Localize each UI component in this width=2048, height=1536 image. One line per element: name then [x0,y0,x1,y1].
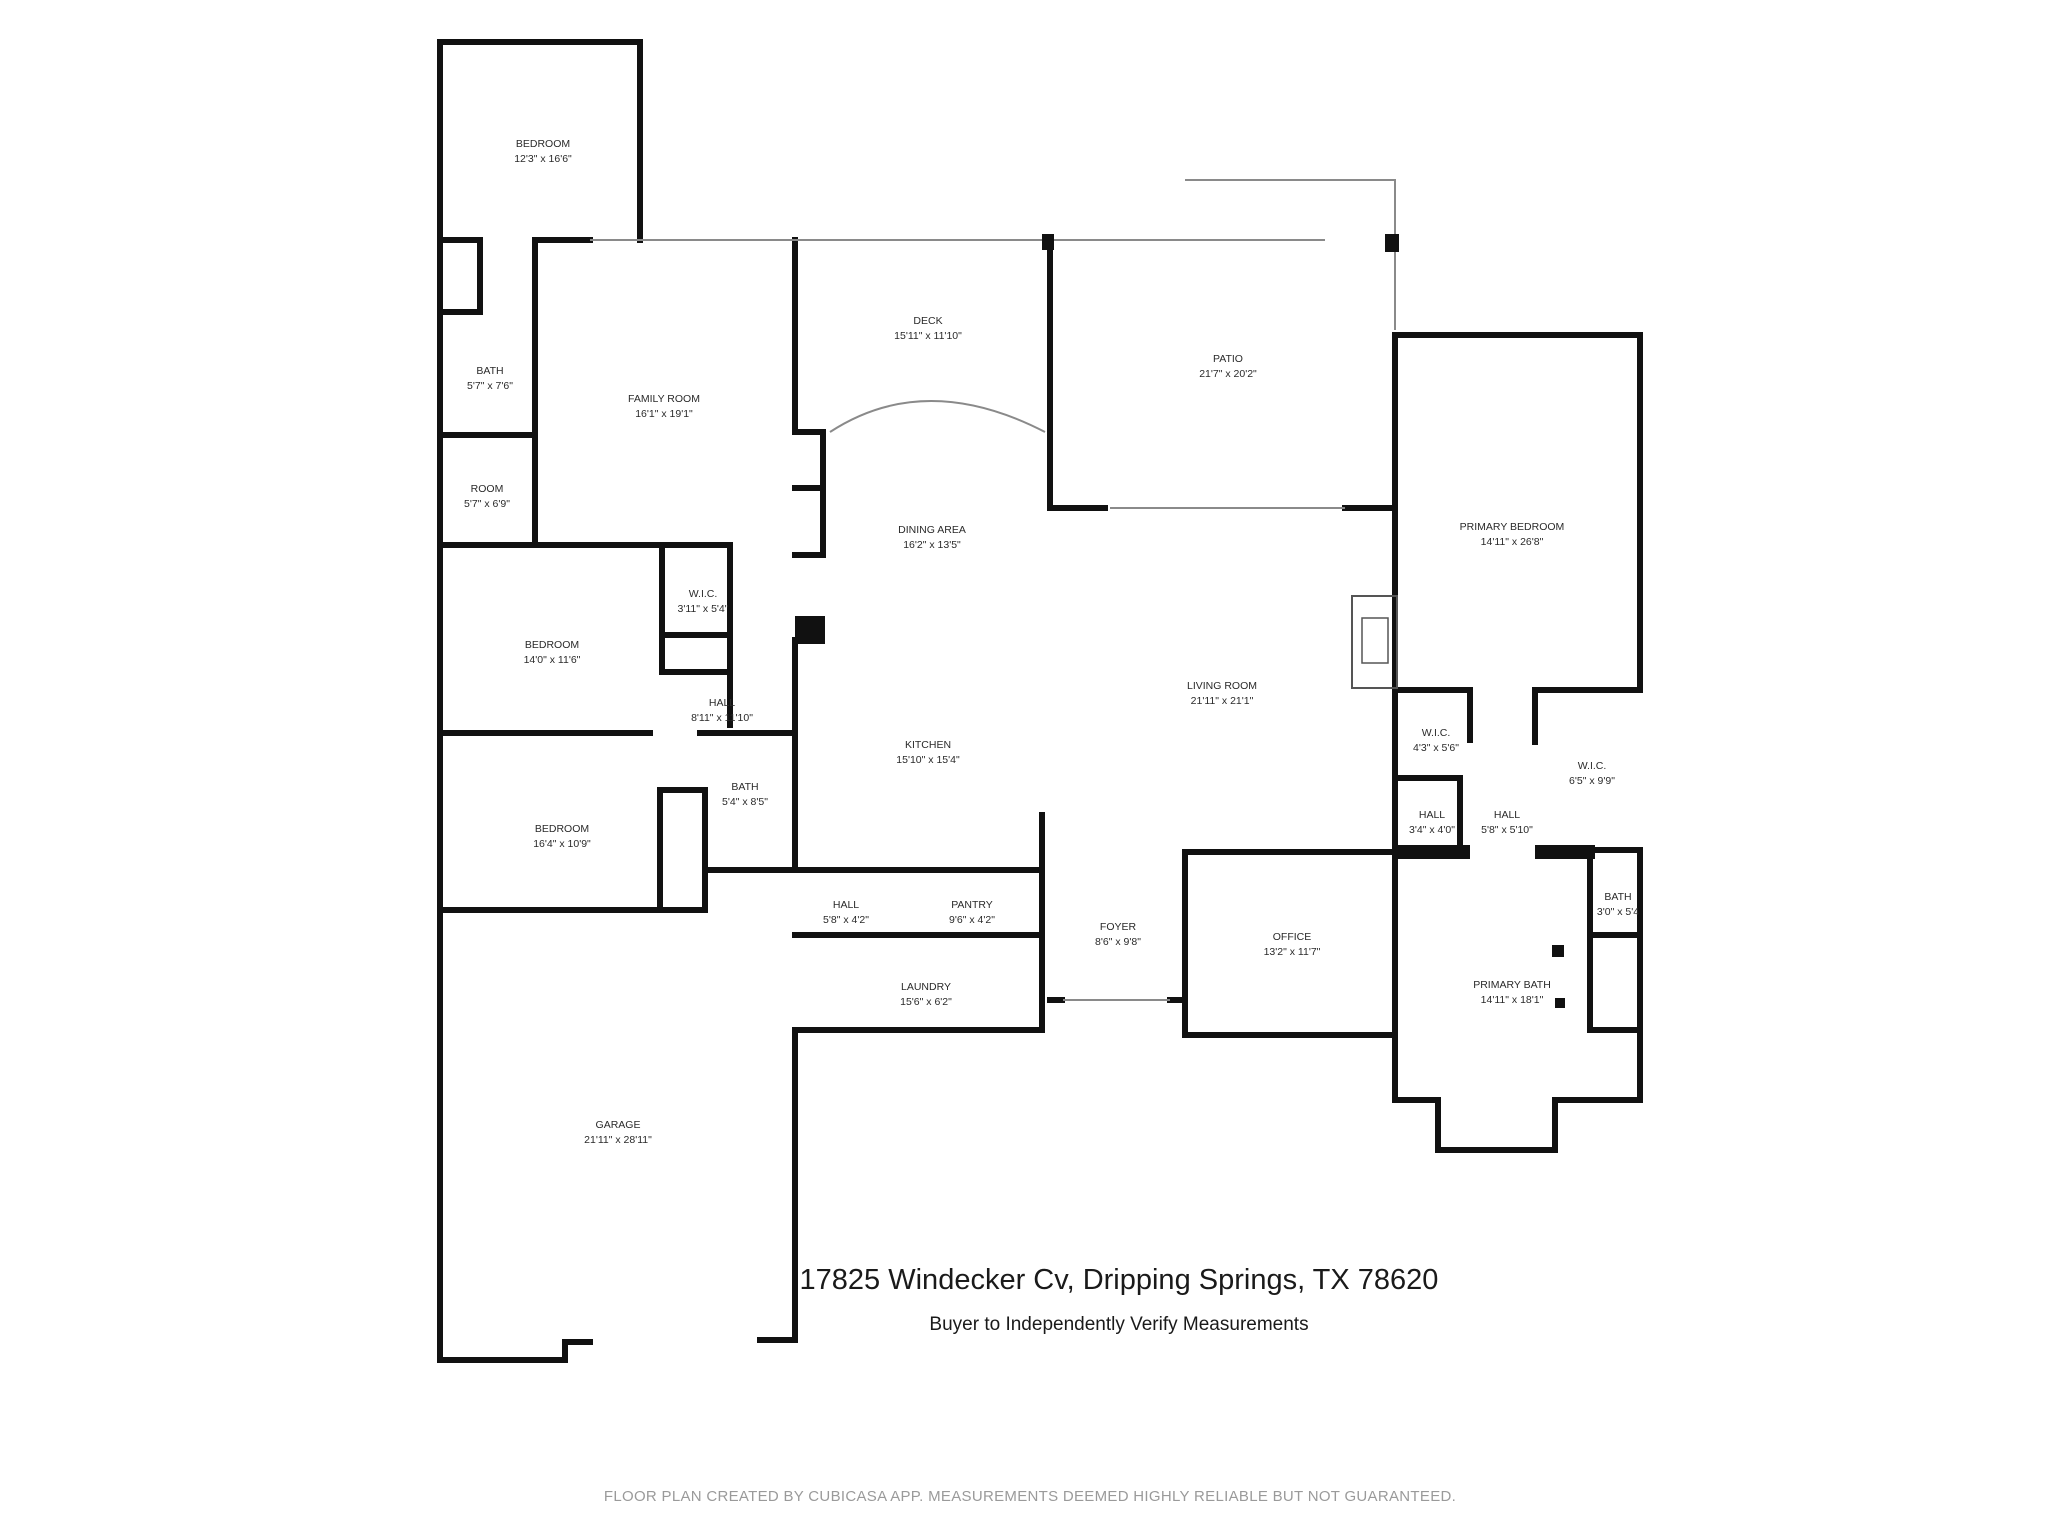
columns [795,234,1595,1008]
room-foyer: FOYER [1100,921,1137,933]
svg-text:14'0" x 11'6": 14'0" x 11'6" [524,654,581,666]
property-address: 17825 Windecker Cv, Dripping Springs, TX… [799,1264,1439,1296]
room-bedroom-top: BEDROOM [516,138,570,150]
room-room: ROOM [471,483,504,495]
room-bedroom-mid: BEDROOM [525,639,579,651]
room-hall-2: HALL [1419,809,1445,821]
room-family-room: FAMILY ROOM [628,393,700,405]
svg-text:21'11" x 21'1": 21'11" x 21'1" [1191,695,1254,707]
svg-text:15'6" x 6'2": 15'6" x 6'2" [900,996,952,1008]
svg-text:5'8" x 4'2": 5'8" x 4'2" [823,914,869,926]
room-patio: PATIO [1213,353,1243,365]
svg-text:3'4" x 4'0": 3'4" x 4'0" [1409,824,1455,836]
room-wic-2: W.I.C. [1422,727,1451,739]
svg-text:15'10" x 15'4": 15'10" x 15'4" [896,754,960,766]
room-wic-1: W.I.C. [689,588,718,600]
svg-text:8'6" x 9'8": 8'6" x 9'8" [1095,936,1141,948]
svg-text:6'5" x 9'9": 6'5" x 9'9" [1569,775,1615,787]
room-hall-3: HALL [1494,809,1520,821]
svg-text:16'2" x 13'5": 16'2" x 13'5" [903,539,961,551]
svg-text:16'4" x 10'9": 16'4" x 10'9" [533,838,591,850]
room-bath-2: BATH [731,781,758,793]
floor-plan-credit: FLOOR PLAN CREATED BY CUBICASA APP. MEAS… [603,1488,1457,1505]
svg-text:9'6" x 4'2": 9'6" x 4'2" [949,914,995,926]
svg-text:3'11" x 5'4": 3'11" x 5'4" [678,603,729,615]
svg-text:5'8" x 5'10": 5'8" x 5'10" [1481,824,1533,836]
svg-text:4'3" x 5'6": 4'3" x 5'6" [1413,742,1459,754]
walls [437,39,1643,1363]
room-office: OFFICE [1273,931,1312,943]
svg-text:14'11" x 18'1": 14'11" x 18'1" [1481,994,1544,1006]
room-bath-1: BATH [476,365,503,377]
svg-text:16'1" x 19'1": 16'1" x 19'1" [635,408,693,420]
svg-text:5'4" x 8'5": 5'4" x 8'5" [722,796,768,808]
room-hall-1: HALL [709,697,735,709]
room-bath-3: BATH [1604,891,1631,903]
room-hall-4: HALL [833,899,859,911]
room-primary-bath: PRIMARY BATH [1473,979,1551,991]
room-laundry: LAUNDRY [901,981,951,993]
svg-text:3'0" x 5'4: 3'0" x 5'4 [1597,906,1639,918]
svg-text:5'7" x 7'6": 5'7" x 7'6" [467,380,513,392]
fireplace [1351,595,1398,689]
room-garage: GARAGE [596,1119,641,1131]
room-kitchen: KITCHEN [905,739,951,751]
svg-text:15'11" x 11'10": 15'11" x 11'10" [894,330,962,342]
svg-text:21'7" x 20'2": 21'7" x 20'2" [1199,368,1257,380]
room-labels: BEDROOM 12'3" x 16'6" BATH 5'7" x 7'6" R… [464,138,1639,1146]
svg-text:8'11" x 11'10": 8'11" x 11'10" [691,712,753,724]
room-wic-3: W.I.C. [1578,760,1607,772]
room-dining-area: DINING AREA [898,524,966,536]
room-primary-bedroom: PRIMARY BEDROOM [1460,521,1565,533]
svg-text:13'2" x 11'7": 13'2" x 11'7" [1264,946,1321,958]
verify-disclaimer: Buyer to Independently Verify Measuremen… [929,1314,1309,1335]
svg-text:21'11" x 28'11": 21'11" x 28'11" [584,1134,652,1146]
svg-text:12'3" x 16'6": 12'3" x 16'6" [514,153,572,165]
room-deck: DECK [913,315,942,327]
svg-text:14'11" x 26'8": 14'11" x 26'8" [1481,536,1544,548]
room-living-room: LIVING ROOM [1187,680,1257,692]
room-pantry: PANTRY [951,899,993,911]
room-bedroom-low: BEDROOM [535,823,589,835]
svg-text:5'7" x 6'9": 5'7" x 6'9" [464,498,510,510]
thin-lines [590,179,1396,1001]
